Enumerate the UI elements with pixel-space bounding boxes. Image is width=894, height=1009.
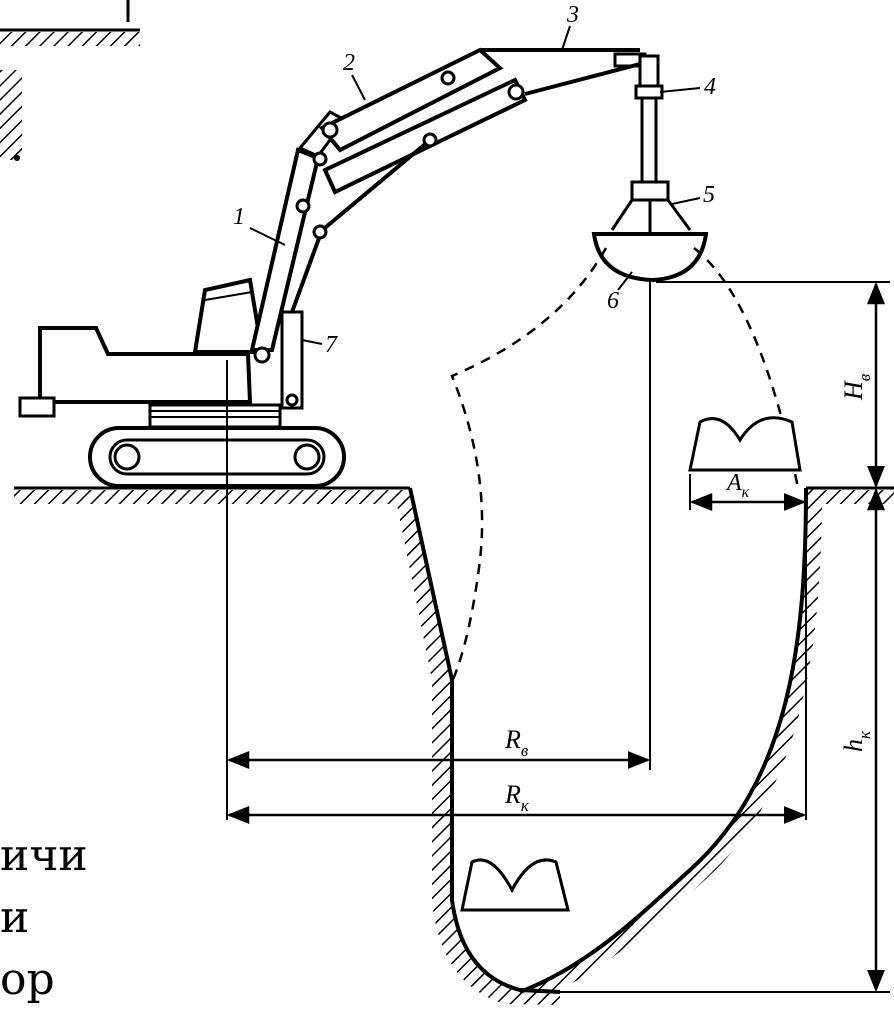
machine-body [18, 277, 265, 500]
dimension-lines [226, 280, 890, 993]
callouts: 1 2 3 4 5 6 7 [233, 2, 716, 358]
label-reach-unload: Rв [504, 725, 529, 760]
callout-2: 2 [343, 50, 355, 76]
boom-cylinder [280, 229, 324, 410]
arm [312, 47, 528, 240]
bucket-trajectory [450, 247, 608, 683]
side-text-line-1: ичи [0, 830, 88, 881]
ground-surface [14, 486, 410, 504]
callout-4: 4 [704, 74, 716, 100]
label-depth-dig: hк [839, 730, 874, 752]
callout-3: 3 [566, 2, 579, 28]
open-bucket-dig [460, 858, 570, 912]
open-bucket-unload [688, 416, 802, 472]
label-height-unload: Hв [839, 373, 874, 401]
label-bucket-width: Aк [725, 470, 750, 501]
grab-bucket [591, 180, 709, 283]
upper-ground-fragment [0, 0, 140, 161]
link-rod [480, 48, 647, 96]
label-reach-dig: Rк [504, 780, 530, 815]
callout-1: 1 [233, 204, 245, 230]
callout-6: 6 [607, 288, 619, 314]
side-text-line-2: и [0, 892, 30, 943]
side-text-line-3: ор [0, 954, 55, 1005]
crawler-track [88, 426, 346, 488]
rotator [634, 54, 664, 186]
pit-walls [395, 486, 894, 1005]
callout-7: 7 [325, 332, 338, 358]
excavator [18, 47, 709, 500]
callout-5: 5 [703, 182, 715, 208]
